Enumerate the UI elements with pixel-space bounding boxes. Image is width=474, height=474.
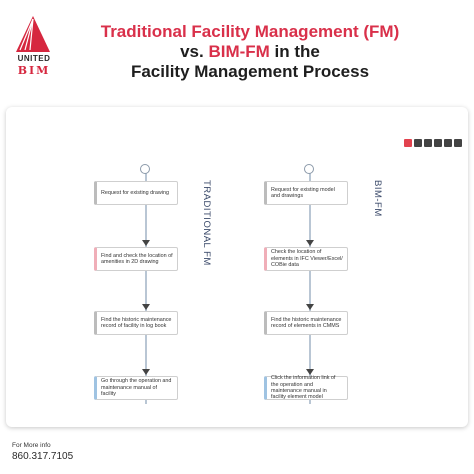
bimfm-step-3: Find the historic maintenance record of … — [264, 311, 348, 335]
title-line-2-suffix: in the — [269, 42, 320, 61]
bimfm-step-1-text: Request for existing model and drawings — [271, 186, 335, 199]
united-bim-logo: UNITED BIM — [6, 16, 66, 82]
facebook-icon[interactable] — [404, 139, 412, 147]
bimfm-step-3-text: Find the historic maintenance record of … — [271, 316, 342, 329]
pinterest-icon[interactable] — [444, 139, 452, 147]
traditional-arrow-3 — [142, 369, 150, 375]
bimfm-label: BIM-FM — [372, 180, 383, 217]
logo-text-united: UNITED — [17, 54, 51, 63]
traditional-start-circle — [140, 164, 150, 174]
diagram-panel — [6, 107, 468, 427]
bimfm-arrow-3 — [306, 369, 314, 375]
footer-phone[interactable]: 860.317.7105 — [12, 451, 74, 462]
bimfm-step-2-text: Check the location of elements in IFC Vi… — [271, 249, 343, 269]
social-icons — [404, 139, 462, 147]
title-line-3: Facility Management Process — [130, 62, 370, 81]
traditional-fm-label: TRADITIONAL FM — [201, 180, 212, 266]
traditional-step-3: Find the historic maintenance record of … — [94, 311, 178, 335]
youtube-icon[interactable] — [454, 139, 462, 147]
logo-text-bim: BIM — [17, 64, 51, 77]
linkedin-icon[interactable] — [434, 139, 442, 147]
traditional-step-1-text: Request for existing drawing — [101, 189, 170, 196]
traditional-step-2: Find and check the location of amenities… — [94, 247, 178, 271]
twitter-icon[interactable] — [414, 139, 422, 147]
title-line-2-prefix: vs. — [180, 42, 209, 61]
page-title: Traditional Facility Management (FM) vs.… — [60, 22, 440, 82]
title-line-1: Traditional Facility Management (FM) — [100, 22, 400, 41]
instagram-icon[interactable] — [424, 139, 432, 147]
pyramid-logo-icon — [16, 16, 50, 52]
bimfm-arrow-1 — [306, 240, 314, 246]
bimfm-timeline-line — [309, 172, 311, 404]
bimfm-step-1: Request for existing model and drawings — [264, 181, 348, 205]
traditional-step-4: Go through the operation and maintenance… — [94, 376, 178, 400]
traditional-step-3-text: Find the historic maintenance record of … — [101, 316, 172, 329]
bimfm-step-4-text: Click the information link of the operat… — [271, 375, 336, 401]
traditional-timeline-line — [145, 172, 147, 404]
traditional-step-2-text: Find and check the location of amenities… — [101, 252, 173, 265]
bimfm-start-circle — [304, 164, 314, 174]
bimfm-step-4: Click the information link of the operat… — [264, 375, 348, 401]
title-line-2-accent: BIM-FM — [208, 42, 270, 61]
traditional-arrow-1 — [142, 240, 150, 246]
traditional-arrow-2 — [142, 304, 150, 310]
title-line-2: vs. BIM-FM in the — [60, 42, 440, 62]
footer-info-label: For More info — [12, 442, 51, 449]
bimfm-step-2: Check the location of elements in IFC Vi… — [264, 247, 348, 271]
traditional-step-1: Request for existing drawing — [94, 181, 178, 205]
traditional-step-4-text: Go through the operation and maintenance… — [101, 378, 172, 398]
bimfm-arrow-2 — [306, 304, 314, 310]
